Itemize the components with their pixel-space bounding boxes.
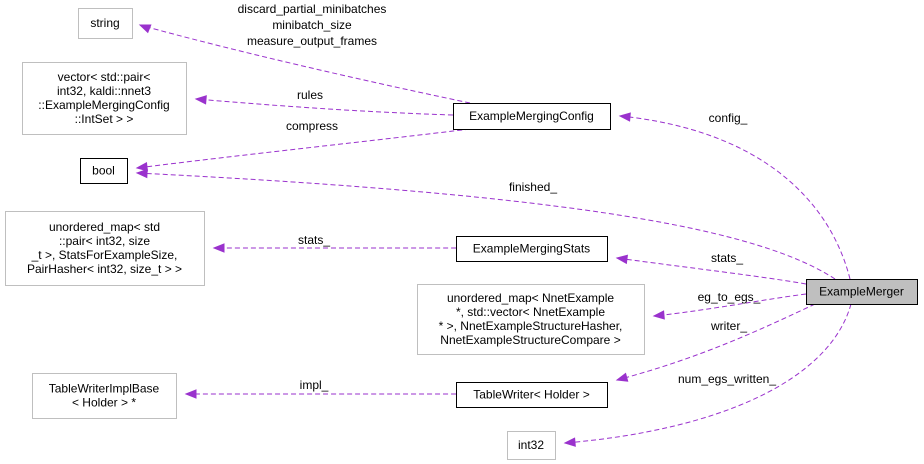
edge-label: measure_output_frames	[247, 34, 377, 48]
edge-label: minibatch_size	[272, 18, 352, 32]
node-bool[interactable]: bool	[80, 158, 128, 184]
edge-example_merger-to-unordered_map_egs	[652, 293, 807, 320]
edge-example_merger-to-int32	[563, 303, 852, 447]
node-label: TableWriter< Holder >	[473, 388, 590, 402]
node-box	[22, 62, 187, 135]
arrowhead-icon	[615, 254, 628, 265]
edge-label: finished_	[509, 180, 557, 194]
edge-example_merging_config-to-bool	[135, 128, 471, 172]
edge-line	[616, 257, 807, 285]
node-label: ::ExampleMergingConfig	[38, 98, 169, 112]
edge-label: num_egs_written_	[678, 372, 776, 386]
node-vector[interactable]: vector< std::pair<int32, kaldi::nnet3::E…	[22, 62, 187, 135]
node-label: < Holder > *	[72, 396, 136, 410]
node-box	[78, 8, 133, 39]
node-label: int32	[518, 438, 544, 452]
node-box	[453, 103, 611, 130]
edge-line	[653, 293, 807, 317]
node-box	[32, 373, 177, 419]
arrowhead-icon	[615, 372, 629, 382]
node-box	[5, 211, 205, 286]
node-label: ::pair< int32, size	[59, 234, 150, 248]
node-box	[456, 382, 608, 408]
node-unordered-map-stats[interactable]: unordered_map< std::pair< int32, size_t …	[5, 211, 205, 286]
edge-label: discard_partial_minibatches	[238, 2, 387, 16]
node-label: * >, NnetExampleStructureHasher,	[439, 319, 623, 333]
edge-label: compress	[286, 119, 338, 133]
edge-layer	[135, 24, 852, 447]
node-label: bool	[92, 164, 115, 178]
node-example-merger[interactable]: ExampleMerger	[806, 279, 918, 305]
edge-example_merging_config-to-vector	[194, 95, 454, 116]
node-label: unordered_map< NnetExample	[447, 291, 614, 305]
edge-example_merger-to-bool	[135, 168, 836, 280]
node-string[interactable]: string	[78, 8, 133, 39]
edge-label-layer: discard_partial_minibatches minibatch_siz…	[238, 2, 777, 392]
node-label: _t >, StatsForExampleSize,	[31, 248, 178, 262]
edge-line	[564, 303, 852, 444]
node-label: ExampleMerger	[819, 285, 904, 299]
arrowhead-icon	[652, 310, 665, 320]
edge-table_writer-to-table_writer_impl	[184, 389, 456, 399]
node-box	[80, 158, 128, 184]
node-label: NnetExampleStructureCompare >	[440, 333, 620, 347]
node-label: unordered_map< std	[49, 220, 160, 234]
node-label: ExampleMergingConfig	[469, 109, 594, 123]
edge-label: impl_	[300, 378, 329, 392]
edge-label: writer_	[710, 319, 747, 333]
node-example-merging-stats[interactable]: ExampleMergingStats	[456, 236, 608, 262]
arrowhead-icon	[184, 389, 197, 399]
edge-label: rules	[297, 88, 323, 102]
node-table-writer[interactable]: TableWriter< Holder >	[456, 382, 608, 408]
arrowhead-icon	[138, 24, 152, 34]
edge-label: stats_	[298, 233, 330, 247]
node-box	[417, 284, 645, 355]
edge-example_merging_stats-to-unordered_map_stats	[212, 243, 456, 253]
node-label: string	[90, 16, 119, 30]
node-box	[507, 431, 556, 460]
arrowhead-icon	[212, 243, 225, 253]
node-label: ExampleMergingStats	[473, 242, 590, 256]
edge-line	[619, 115, 851, 280]
arrowhead-icon	[135, 162, 148, 172]
edge-line	[616, 303, 816, 381]
edge-example_merging_config-to-string	[138, 24, 471, 104]
arrowhead-icon	[618, 112, 631, 122]
node-box	[806, 279, 918, 305]
node-label: vector< std::pair<	[58, 70, 151, 84]
edge-line	[136, 172, 836, 280]
node-table-writer-impl[interactable]: TableWriterImplBase< Holder > *	[32, 373, 177, 419]
edge-label: config_	[709, 111, 748, 125]
edge-example_merger-to-table_writer	[615, 303, 816, 382]
edge-label: eg_to_egs_	[698, 290, 761, 304]
node-label: TableWriterImplBase	[49, 382, 160, 396]
node-label: int32, kaldi::nnet3	[57, 84, 151, 98]
edge-line	[136, 128, 471, 169]
edge-example_merger-to-example_merging_stats	[615, 254, 807, 285]
node-label: *, std::vector< NnetExample	[456, 305, 605, 319]
node-example-merging-config[interactable]: ExampleMergingConfig	[453, 103, 611, 130]
node-label: ::IntSet > >	[75, 112, 134, 126]
edge-label: stats_	[711, 251, 743, 265]
edge-line	[195, 98, 454, 116]
edge-line	[139, 24, 471, 104]
node-int32[interactable]: int32	[507, 431, 556, 460]
arrowhead-icon	[135, 168, 148, 179]
edge-example_merger-to-example_merging_config	[618, 112, 851, 280]
node-box	[456, 236, 608, 262]
node-label: PairHasher< int32, size_t > >	[27, 262, 182, 276]
node-unordered-map-egs[interactable]: unordered_map< NnetExample*, std::vector…	[417, 284, 645, 355]
arrowhead-icon	[563, 437, 576, 447]
arrowhead-icon	[194, 95, 207, 105]
